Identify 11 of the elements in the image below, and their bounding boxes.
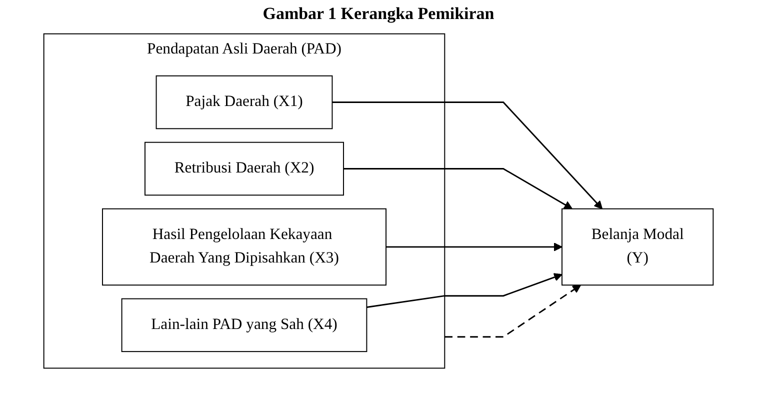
arrow (332, 102, 603, 210)
node-box: Belanja Modal (Y) (562, 208, 714, 286)
arrow (386, 243, 562, 252)
arrow (366, 273, 562, 308)
arrow (344, 168, 573, 210)
node-box: Hasil Pengelolaan Kekayaan Daerah Yang Dipisahkan (X3) (102, 208, 386, 286)
node-box: Pajak Daerah (X1) (156, 76, 333, 130)
arrow (444, 285, 582, 338)
figure-title: Gambar 1 Kerangka Pemikiran (262, 4, 496, 24)
node-box: Lain-lain PAD yang Sah (X4) (121, 298, 368, 352)
node-box: Retribusi Daerah (X2) (144, 142, 344, 196)
